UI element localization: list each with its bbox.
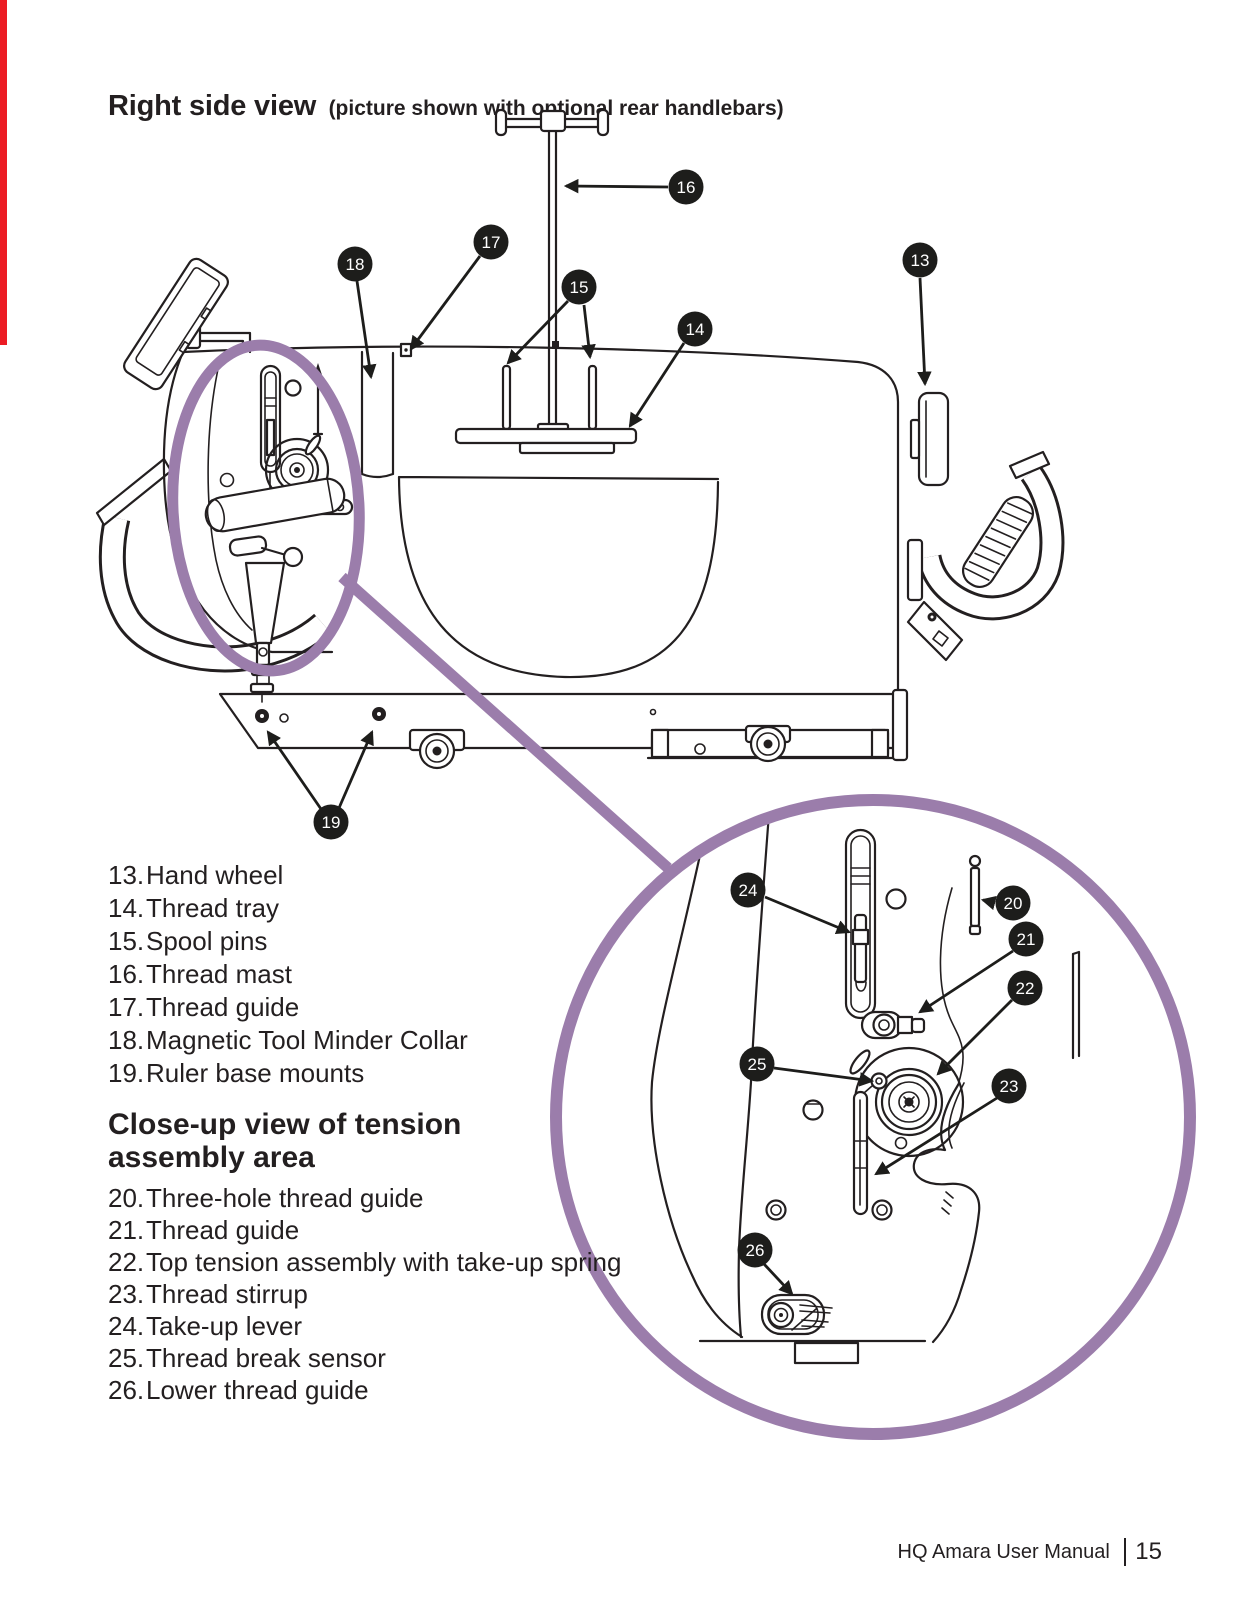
head-hole <box>284 379 302 397</box>
label-item-15: 15.Spool pins <box>108 926 268 956</box>
lower-thread-guide <box>760 1293 833 1336</box>
label-item-22: 22.Top tension assembly with take-up spr… <box>108 1247 622 1277</box>
svg-text:23: 23 <box>1000 1077 1019 1096</box>
callout-24: 24 <box>730 872 766 908</box>
top-thread-guide <box>399 342 413 358</box>
machine-head <box>162 350 354 654</box>
closeup-heading: Close-up view of tension assembly area <box>108 1108 461 1174</box>
callout-26: 26 <box>737 1232 773 1268</box>
machine-throat-cutout <box>397 475 720 679</box>
magnifier-connector-line <box>338 572 672 873</box>
callout-22: 22 <box>1007 970 1043 1006</box>
label-item-16: 16.Thread mast <box>108 959 292 989</box>
footer-manual-name: HQ Amara User Manual <box>897 1540 1110 1563</box>
page-title-main: Right side view <box>108 90 317 122</box>
magnetic-tool-minder-collar <box>360 350 395 479</box>
label-item-19: 19.Ruler base mounts <box>108 1058 365 1088</box>
label-item-14: 14.Thread tray <box>108 893 279 923</box>
footer-page-number: 15 <box>1135 1538 1162 1565</box>
callout-15: 15 <box>561 269 597 305</box>
callout-23: 23 <box>991 1068 1027 1104</box>
callout-16: 16 <box>668 169 704 205</box>
label-item-23: 23.Thread stirrup <box>108 1279 308 1309</box>
label-item-17: 17.Thread guide <box>108 992 300 1022</box>
needle-bar <box>244 561 286 703</box>
thread-tray <box>454 427 638 455</box>
front-grip-cylinder <box>204 477 346 533</box>
machine-body-outline <box>181 345 900 694</box>
closeup-heading-line2: assembly area <box>108 1141 315 1174</box>
machine-side-view-art <box>95 108 1065 770</box>
page-title: Right side view (picture shown with opti… <box>108 90 784 123</box>
label-item-20: 20.Three-hole thread guide <box>108 1183 424 1213</box>
hand-wheel <box>909 391 950 487</box>
highlight-ellipse <box>167 339 365 677</box>
callout-21: 21 <box>1008 921 1044 957</box>
side-view-label-list: 13.Hand wheel 14.Thread tray 15.Spool pi… <box>108 859 668 1090</box>
svg-text:21: 21 <box>1017 930 1036 949</box>
callout-arrows <box>266 178 1014 1296</box>
front-wheel <box>408 728 466 770</box>
rear-bracket-plate <box>906 600 964 662</box>
svg-text:22: 22 <box>1016 979 1035 998</box>
footer-divider <box>1123 1538 1127 1566</box>
closeup-thread-guide <box>860 1010 926 1040</box>
label-item-24: 24.Take-up lever <box>108 1311 303 1341</box>
svg-text:24: 24 <box>739 881 758 900</box>
three-hole-thread-guide <box>968 854 982 936</box>
closeup-heading-line1: Close-up view of tension <box>108 1108 462 1141</box>
closeup-hole <box>885 888 907 910</box>
callout-19: 19 <box>313 804 349 840</box>
svg-text:20: 20 <box>1004 894 1023 913</box>
svg-text:16: 16 <box>677 178 696 197</box>
label-item-13: 13.Hand wheel <box>108 860 284 890</box>
svg-text:15: 15 <box>570 278 589 297</box>
svg-text:14: 14 <box>686 320 705 339</box>
label-item-21: 21.Thread guide <box>108 1215 300 1245</box>
closeup-art <box>561 805 1185 1429</box>
svg-text:26: 26 <box>746 1241 765 1260</box>
label-item-18: 18.Magnetic Tool Minder Collar <box>108 1025 468 1055</box>
spool-pins <box>501 364 598 431</box>
screw-rings <box>765 1199 893 1221</box>
rear-carriage <box>650 724 890 763</box>
svg-text:13: 13 <box>911 251 930 270</box>
handlebar-grip <box>961 496 1035 588</box>
takeup-lever <box>853 913 868 984</box>
closeup-circle-ring <box>550 794 1196 1440</box>
thread-stirrup <box>852 1090 869 1216</box>
callout-14: 14 <box>677 311 713 347</box>
page-title-note: (picture shown with optional rear handle… <box>328 97 784 120</box>
label-item-25: 25.Thread break sensor <box>108 1343 386 1373</box>
label-item-26: 26.Lower thread guide <box>108 1375 369 1405</box>
casting-edge <box>912 1083 981 1344</box>
clamp-handle <box>228 535 304 568</box>
closeup-takeup-slot <box>844 828 877 1020</box>
svg-text:19: 19 <box>322 813 341 832</box>
page-footer: HQ Amara User Manual 15 <box>897 1538 1162 1566</box>
callout-17: 17 <box>473 224 509 260</box>
page-edge-red-strip <box>0 0 7 345</box>
callout-20: 20 <box>995 885 1031 921</box>
rear-handlebar <box>906 450 1065 662</box>
svg-text:17: 17 <box>482 233 501 252</box>
callout-18: 18 <box>337 246 373 282</box>
svg-text:18: 18 <box>346 255 365 274</box>
takeup-spring <box>849 1049 871 1075</box>
callout-25: 25 <box>739 1046 775 1082</box>
callout-badges: 13 14 15 16 17 18 19 20 21 22 23 24 25 26 <box>313 169 1044 1268</box>
front-handlebar <box>95 457 332 673</box>
top-tension-assembly <box>849 1046 965 1158</box>
machine-base <box>218 688 909 770</box>
svg-text:25: 25 <box>748 1055 767 1074</box>
machine-edge-glimpse <box>1071 950 1081 1060</box>
closeup-label-list: 20.Three-hole thread guide 21.Thread gui… <box>108 1182 668 1406</box>
touchscreen <box>123 257 252 391</box>
presser-foot <box>249 682 275 694</box>
callout-13: 13 <box>902 242 938 278</box>
